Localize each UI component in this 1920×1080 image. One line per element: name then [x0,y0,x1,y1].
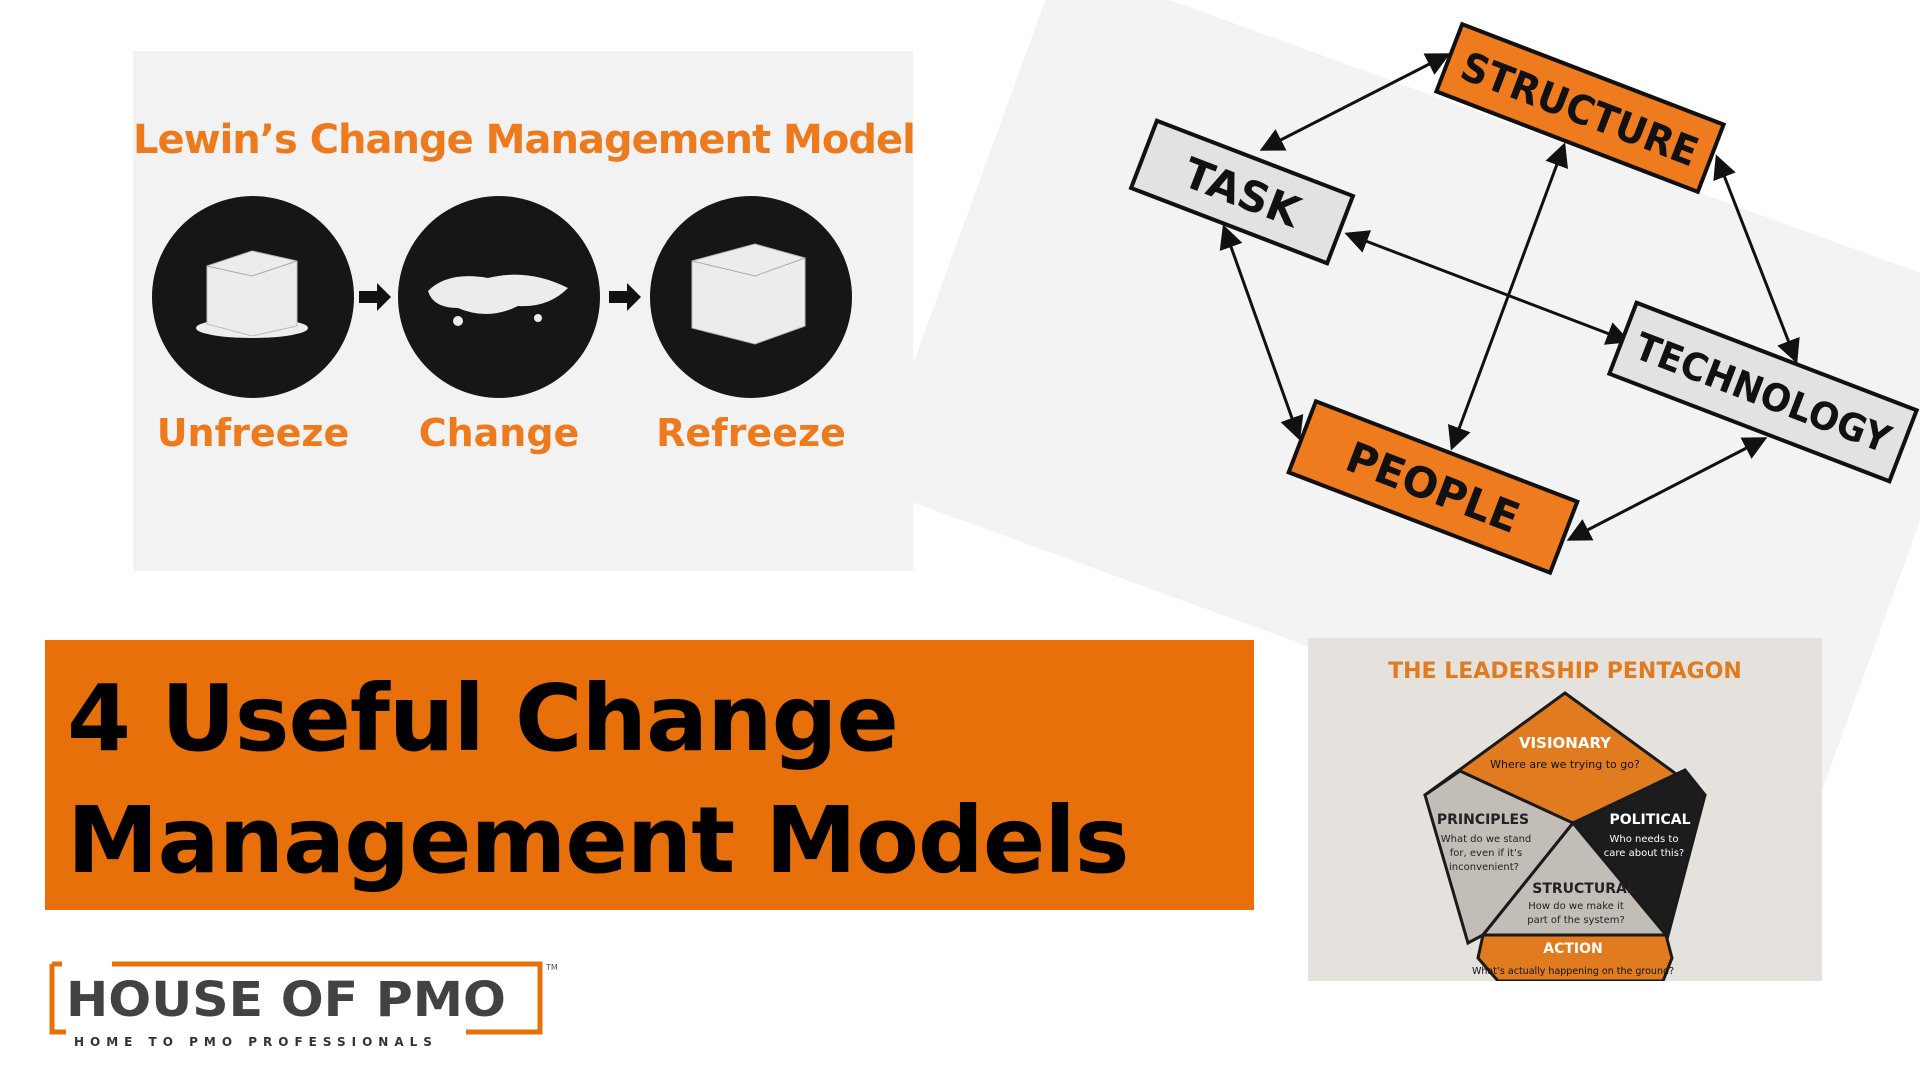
change-water-puddle-icon [398,196,600,398]
title-line-2: Management Models [67,787,1130,894]
node-people: PEOPLE [1286,398,1580,576]
unfreeze-ice-cube-icon [152,196,354,398]
svg-text:PRINCIPLES: PRINCIPLES [1437,812,1529,828]
trademark: TM [545,963,558,972]
refreeze-ice-cube-icon [650,196,852,398]
svg-text:VISIONARY: VISIONARY [1519,734,1612,752]
svg-text:care about this?: care about this? [1604,848,1684,859]
svg-text:Where are we trying to go?: Where are we trying to go? [1490,758,1640,771]
segment-political: POLITICAL Who needs to care about this? [1604,812,1691,859]
node-structure: STRUCTURE [1433,21,1727,195]
node-technology: TECHNOLOGY [1606,300,1920,484]
stage-refreeze: Refreeze [656,411,846,455]
leadership-pentagon-panel: THE LEADERSHIP PENTAGON VISIONARY Where a… [1308,638,1822,981]
svg-text:ACTION: ACTION [1543,941,1603,957]
node-task: TASK [1128,118,1356,266]
main-title: 4 Useful Change Management Models [67,658,1130,902]
lewin-model-panel: Lewin’s Change Management Model Unfreeze… [133,51,916,571]
svg-text:What’s actually happening on t: What’s actually happening on the ground? [1472,966,1674,977]
stage-change: Change [418,411,580,455]
segment-structural: STRUCTURAL How do we make it part of the s… [1527,881,1636,926]
pentagon-title: THE LEADERSHIP PENTAGON [1388,659,1742,684]
svg-text:for, even if it’s: for, even if it’s [1450,848,1522,859]
svg-text:How do we make it: How do we make it [1528,901,1624,912]
svg-text:STRUCTURAL: STRUCTURAL [1532,881,1636,897]
arrow-icon [357,279,393,315]
logo-tagline: HOME TO PMO PROFESSIONALS [74,1035,438,1049]
segment-action: ACTION What’s actually happening on the g… [1472,941,1674,977]
lewin-title: Lewin’s Change Management Model [133,117,916,163]
svg-text:part of the system?: part of the system? [1527,915,1625,926]
logo-text: HOUSE OF PMO [66,972,506,1028]
svg-text:inconvenient?: inconvenient? [1449,862,1519,873]
svg-text:POLITICAL: POLITICAL [1609,812,1690,828]
title-line-1: 4 Useful Change [67,665,899,772]
connector-arrows [1219,53,1800,541]
segment-principles: PRINCIPLES What do we stand for, even if i… [1437,812,1531,873]
title-banner: 4 Useful Change Management Models [45,640,1254,910]
arrow-icon [607,279,643,315]
svg-text:What do we stand: What do we stand [1441,834,1532,845]
segment-visionary: VISIONARY Where are we trying to go? [1490,734,1640,771]
svg-text:Who needs to: Who needs to [1610,834,1679,845]
house-of-pmo-logo: HOUSE OF PMO TM HOME TO PMO PROFESSIONAL… [48,958,568,1050]
stage-unfreeze: Unfreeze [156,411,350,455]
